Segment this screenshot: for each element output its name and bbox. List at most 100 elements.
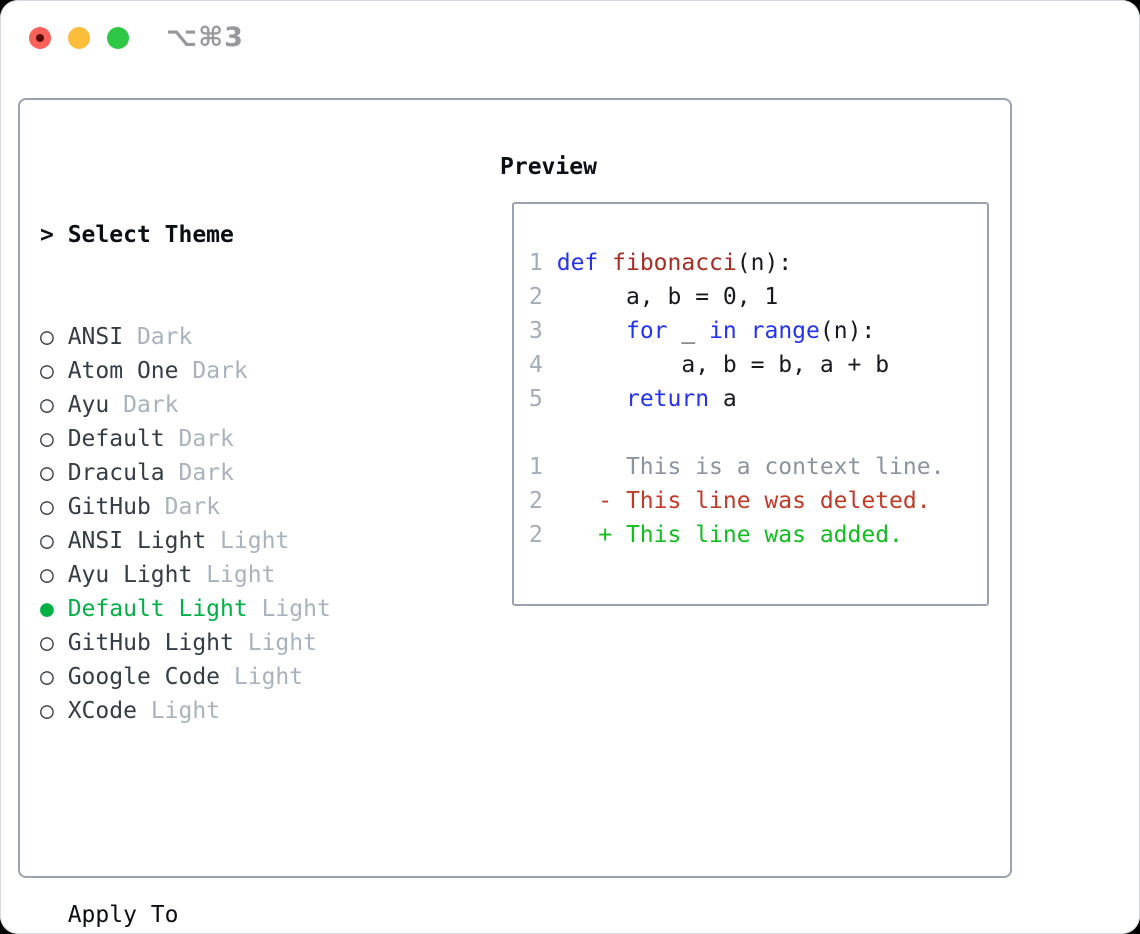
zoom-button[interactable] xyxy=(107,27,129,49)
code-token xyxy=(598,250,612,276)
spacer xyxy=(529,416,944,450)
theme-list: ○ ANSI Dark○ Atom One Dark○ Ayu Dark○ De… xyxy=(40,320,428,728)
code-line: 3 for _ in range(n): xyxy=(529,314,944,348)
theme-variant: Dark xyxy=(123,392,179,418)
radio-icon: ○ xyxy=(40,630,68,656)
line-number: 3 xyxy=(529,318,543,344)
radio-icon: ○ xyxy=(40,392,68,418)
theme-name: Ayu xyxy=(67,392,110,418)
radio-icon: ○ xyxy=(40,460,68,486)
theme-item[interactable]: ● Default Light Light xyxy=(40,592,428,626)
line-number: 1 xyxy=(529,250,543,276)
theme-item[interactable]: ○ XCode Light xyxy=(40,694,428,728)
code-line: 2 a, b = 0, 1 xyxy=(529,280,944,314)
theme-variant: Light xyxy=(206,562,276,588)
theme-name: Atom One xyxy=(67,358,179,384)
radio-icon: ○ xyxy=(40,426,68,452)
line-number: 2 xyxy=(529,488,543,514)
theme-variant: Light xyxy=(220,528,290,554)
diff-line-deleted: 2 - This line was deleted. xyxy=(529,484,944,518)
code-line: 5 return a xyxy=(529,382,944,416)
code-line: 4 a, b = b, a + b xyxy=(529,348,944,382)
radio-icon: ○ xyxy=(40,528,68,554)
settings-panel: > Select Theme ○ ANSI Dark○ Atom One Dar… xyxy=(18,98,1012,928)
theme-item[interactable]: ○ Atom One Dark xyxy=(40,354,428,388)
theme-name: ANSI Light xyxy=(67,528,207,554)
diff-text: - This line was deleted. xyxy=(556,488,931,514)
theme-name: Google Code xyxy=(67,664,221,690)
selection-caret: > xyxy=(40,222,68,248)
traffic-lights xyxy=(29,27,129,49)
code-token xyxy=(557,386,626,412)
radio-selected-icon: ● xyxy=(40,596,68,622)
theme-name: Default xyxy=(67,426,165,452)
theme-variant: Light xyxy=(261,596,331,622)
theme-variant: Dark xyxy=(192,358,248,384)
code-token: def xyxy=(556,250,599,276)
diff-line-context: 1 This is a context line. xyxy=(529,450,944,484)
theme-item[interactable]: ○ Ayu Dark xyxy=(40,388,428,422)
code-token: a xyxy=(709,386,737,412)
line-number: 2 xyxy=(529,284,543,310)
theme-variant: Light xyxy=(247,630,317,656)
theme-column: > Select Theme ○ ANSI Dark○ Atom One Dar… xyxy=(40,150,428,934)
theme-item[interactable]: ○ GitHub Dark xyxy=(40,490,428,524)
theme-variant: Dark xyxy=(136,324,193,350)
code-line: 1 def fibonacci(n): xyxy=(529,246,944,280)
theme-name: Default Light xyxy=(67,596,248,622)
preview-heading: Preview xyxy=(500,154,597,180)
theme-name: ANSI xyxy=(67,324,124,350)
apply-to-heading: Apply To xyxy=(67,902,179,928)
theme-item[interactable]: ○ ANSI Dark xyxy=(40,320,428,354)
theme-name: GitHub Light xyxy=(67,630,234,656)
code-token: fibonacci xyxy=(612,250,737,276)
code-token: a, b = b, a + b xyxy=(556,352,890,378)
window-shortcut-label: ⌥⌘3 xyxy=(166,22,244,53)
radio-icon: ○ xyxy=(40,698,68,724)
code-token: return xyxy=(625,386,710,412)
close-button[interactable] xyxy=(29,27,51,49)
radio-icon: ○ xyxy=(40,324,68,350)
theme-item[interactable]: ○ Default Dark xyxy=(40,422,428,456)
code-token: in xyxy=(709,318,737,344)
code-token: (n): xyxy=(736,250,793,276)
radio-icon: ○ xyxy=(40,562,68,588)
theme-variant: Dark xyxy=(178,426,234,452)
theme-variant: Light xyxy=(233,664,304,690)
theme-name: Dracula xyxy=(67,460,165,486)
line-number: 1 xyxy=(529,454,543,480)
theme-name: GitHub xyxy=(67,494,151,520)
code-token: for xyxy=(625,318,668,344)
theme-item[interactable]: ○ Dracula Dark xyxy=(40,456,428,490)
theme-item[interactable]: ○ GitHub Light Light xyxy=(40,626,428,660)
radio-icon: ○ xyxy=(40,358,68,384)
line-number: 4 xyxy=(529,352,543,378)
line-number: 5 xyxy=(529,386,543,412)
theme-item[interactable]: ○ Google Code Light xyxy=(40,660,428,694)
radio-icon: ○ xyxy=(40,494,68,520)
select-theme-heading: > Select Theme xyxy=(40,218,428,252)
diff-text: + This line was added. xyxy=(556,522,903,548)
select-theme-heading-label: Select Theme xyxy=(67,222,234,248)
theme-variant: Dark xyxy=(164,494,221,520)
code-token xyxy=(737,318,751,344)
code-token: (n): xyxy=(819,318,876,344)
theme-item[interactable]: ○ Ayu Light Light xyxy=(40,558,428,592)
spacer xyxy=(40,796,428,830)
diff-line-added: 2 + This line was added. xyxy=(529,518,944,552)
theme-name: XCode xyxy=(67,698,137,724)
code-token: a, b = 0, 1 xyxy=(556,284,779,310)
code-token: _ xyxy=(667,318,710,344)
minimize-button[interactable] xyxy=(68,27,90,49)
diff-text: This is a context line. xyxy=(556,454,945,480)
code-token: range xyxy=(750,318,820,344)
line-number: 2 xyxy=(529,522,543,548)
theme-item[interactable]: ○ ANSI Light Light xyxy=(40,524,428,558)
code-token xyxy=(557,318,626,344)
radio-icon: ○ xyxy=(40,664,68,690)
theme-variant: Dark xyxy=(178,460,234,486)
theme-variant: Light xyxy=(150,698,221,724)
